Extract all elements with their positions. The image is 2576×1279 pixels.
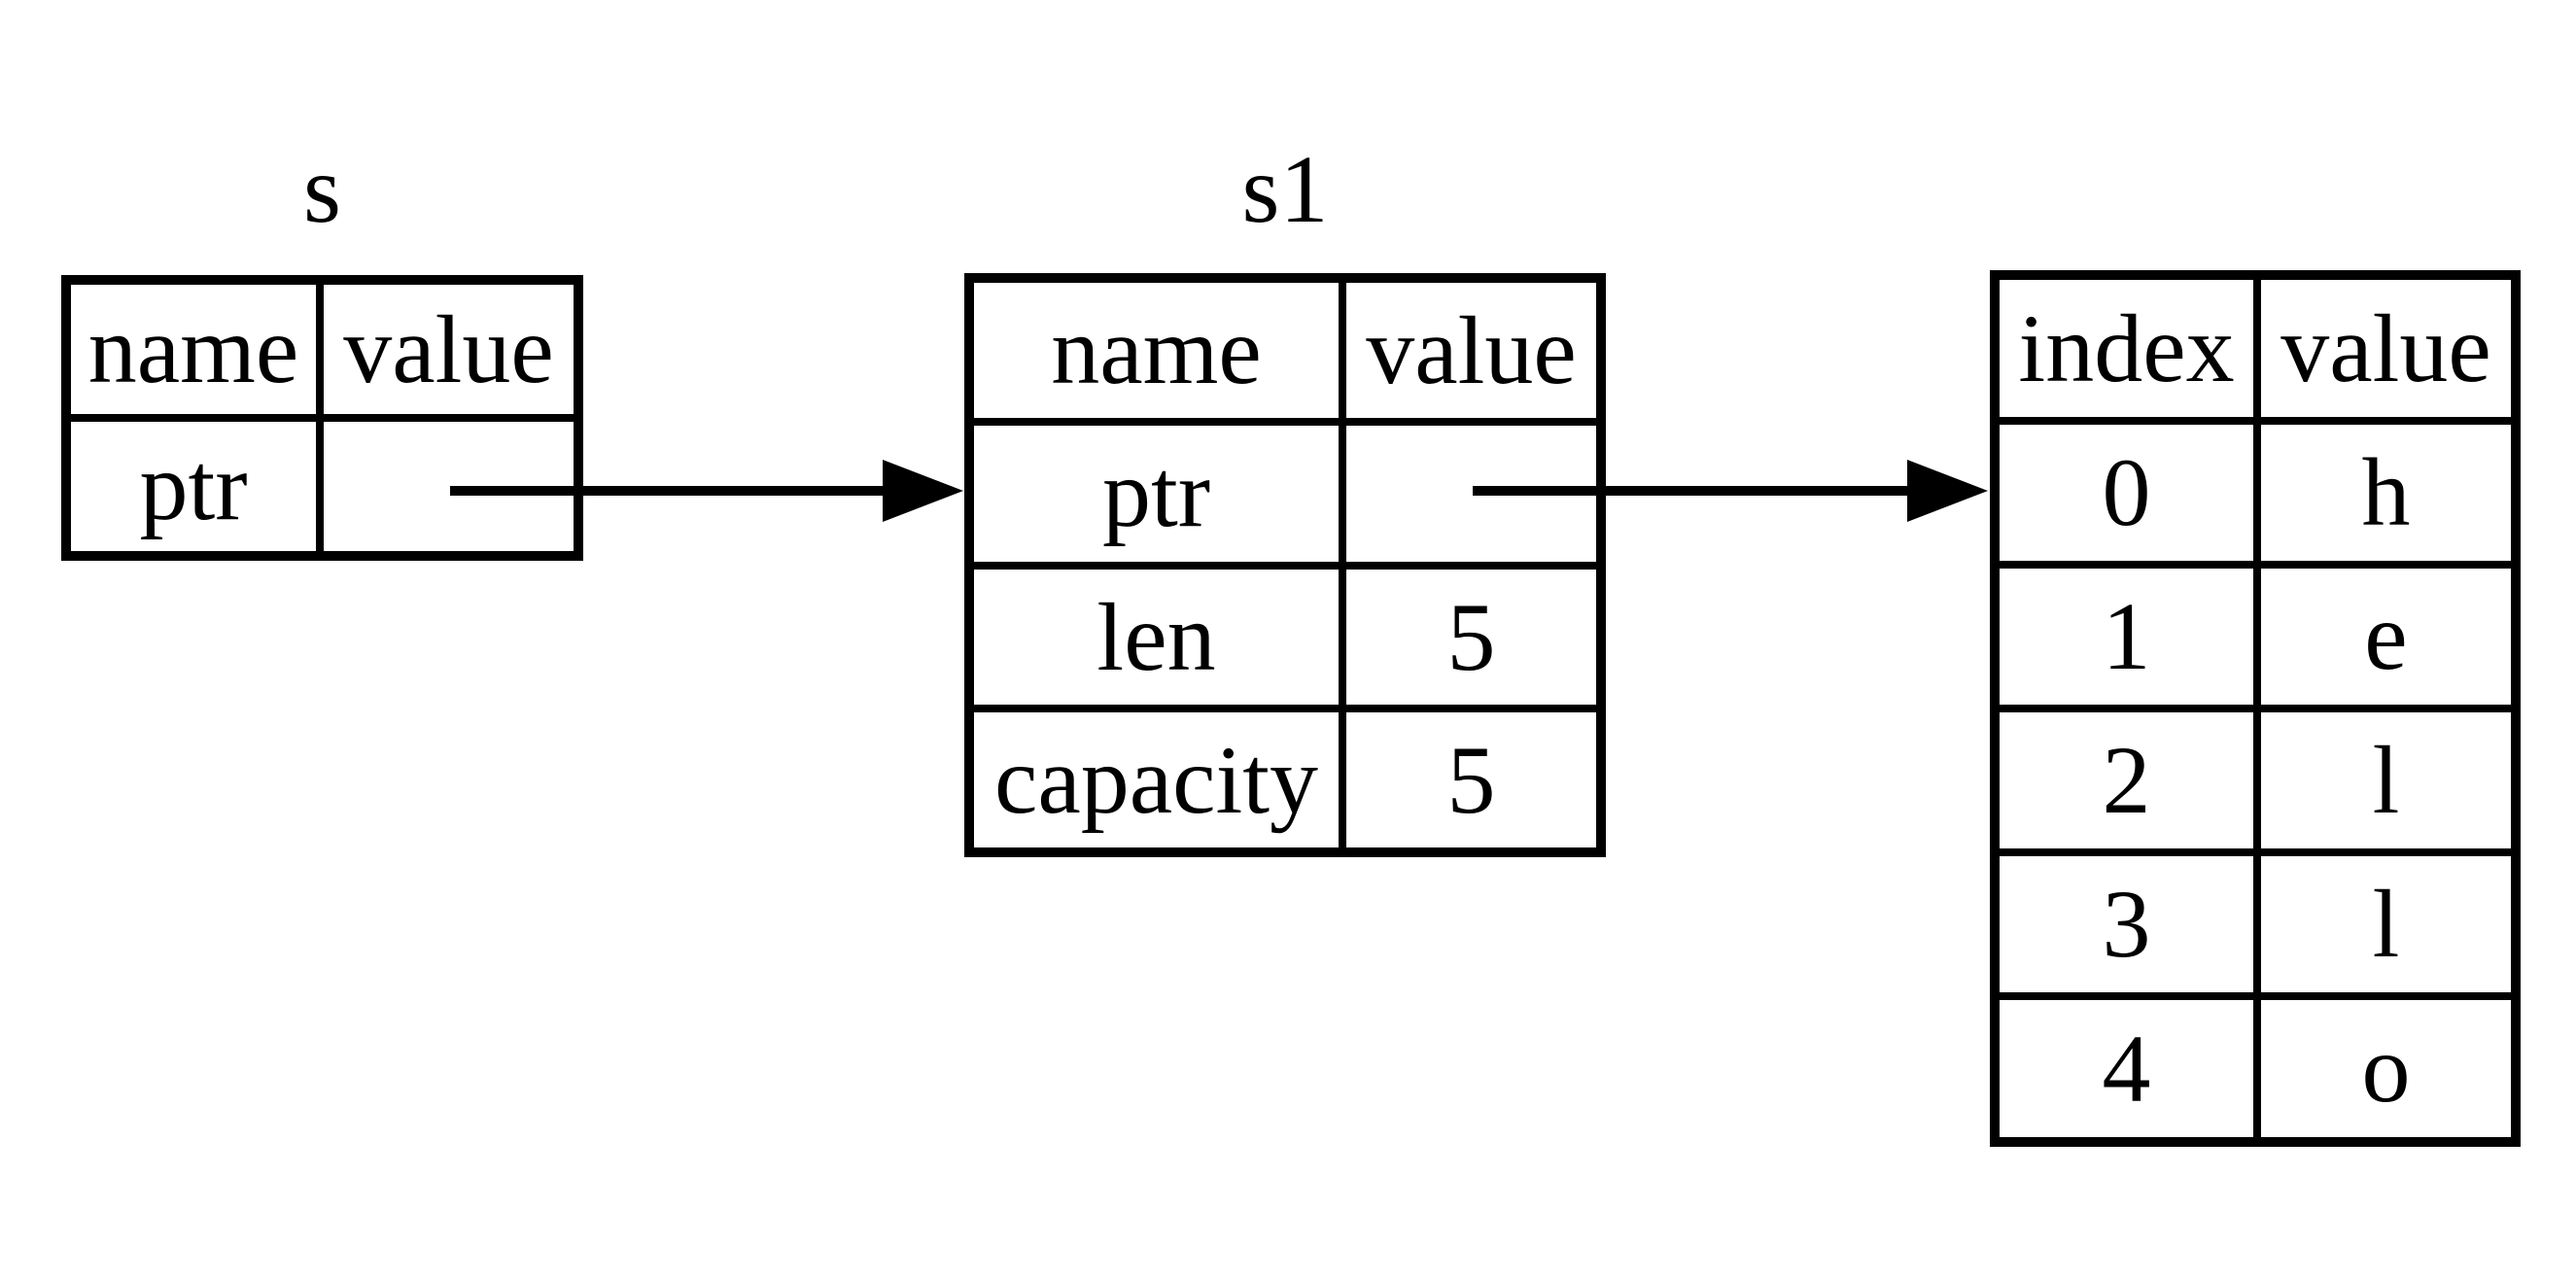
table-heap: index value 0 h 1 e 2 l 3 l 4 o (1990, 270, 2521, 1147)
table-s1-cell-capacity-name: capacity (974, 712, 1339, 847)
table-heap-header-index: index (2000, 280, 2253, 417)
table-heap-header-value: value (2261, 280, 2511, 417)
table-s-cell-ptr-value (324, 422, 574, 551)
table-s1-header-name: name (974, 283, 1339, 418)
table-s-header-value: value (324, 285, 574, 414)
table-s: name value ptr (61, 275, 583, 561)
table-heap-cell-4-index: 4 (2000, 1000, 2253, 1137)
table-s1-cell-capacity-value: 5 (1346, 712, 1596, 847)
table-s1-cell-len-value: 5 (1346, 570, 1596, 705)
table-heap-cell-0-index: 0 (2000, 425, 2253, 561)
table-s1-cell-ptr-name: ptr (974, 426, 1339, 562)
table-s-cell-ptr-name: ptr (71, 422, 316, 551)
table-heap-cell-4-value: o (2261, 1000, 2511, 1137)
table-heap-cell-2-index: 2 (2000, 712, 2253, 848)
table-s1-cell-len-name: len (974, 570, 1339, 705)
table-heap-cell-1-index: 1 (2000, 569, 2253, 705)
table-s1-header-value: value (1346, 283, 1596, 418)
table-s1: name value ptr len 5 capacity 5 (964, 273, 1606, 857)
arrowhead-icon (1907, 460, 1988, 522)
arrowhead-icon (883, 460, 963, 522)
table-heap-cell-0-value: h (2261, 425, 2511, 561)
table-heap-cell-3-index: 3 (2000, 856, 2253, 992)
table-s1-cell-ptr-value (1346, 426, 1596, 562)
table-heap-cell-3-value: l (2261, 856, 2511, 992)
table-s1-title: s1 (1241, 135, 1329, 243)
table-heap-cell-2-value: l (2261, 712, 2511, 848)
table-s-title: s (303, 135, 341, 243)
table-heap-cell-1-value: e (2261, 569, 2511, 705)
table-s-header-name: name (71, 285, 316, 414)
